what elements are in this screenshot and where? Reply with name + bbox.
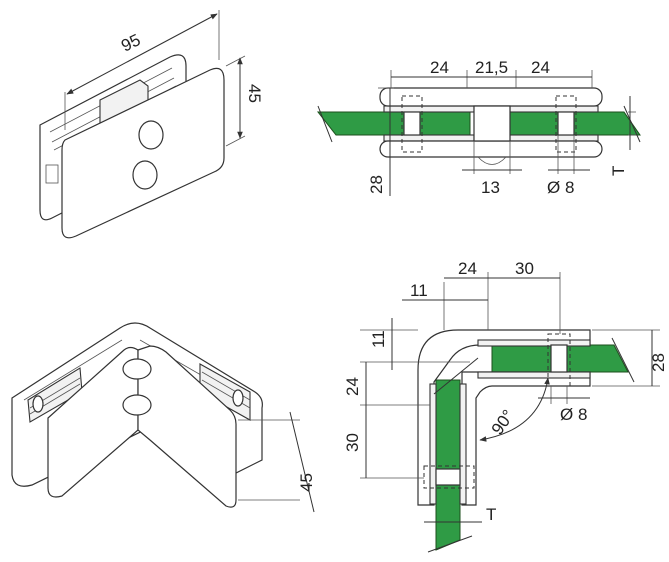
dim-45-label-b: 45 xyxy=(297,473,316,492)
screw-hidden-right xyxy=(555,95,577,153)
corner-clamp-section-view: 90° 24 30 11 11 24 30 28 Ø 8 T xyxy=(343,259,668,553)
dim-top-11-b: 11 xyxy=(410,281,428,300)
glass-break-left xyxy=(317,105,333,143)
spacer-curve xyxy=(477,156,507,165)
front-hole-lower xyxy=(132,160,158,190)
section-center-spacer xyxy=(473,105,511,142)
dim-45-ext-top xyxy=(225,55,246,67)
dim-top-24-right: 24 xyxy=(531,58,550,77)
glass-break-v xyxy=(427,535,473,553)
dim-28-label: 28 xyxy=(367,175,386,194)
corner-screw-sleeve-h xyxy=(550,344,568,373)
screw-sleeve-right xyxy=(557,111,575,136)
screw-sleeve-left xyxy=(403,111,421,136)
dim-95-label: 95 xyxy=(118,30,143,55)
corner-screw-sleeve-v xyxy=(435,468,461,486)
dim-t-label-b: T xyxy=(486,505,496,524)
dim-95-line xyxy=(66,13,218,95)
dim-top-24-left: 24 xyxy=(430,58,449,77)
straight-clamp-section-view: 24 21,5 24 28 13 Ø 8 T xyxy=(316,58,641,197)
corner-gasket-h-bot xyxy=(477,371,591,379)
screw-hidden-left xyxy=(401,95,423,153)
corner-gasket-v-left xyxy=(429,383,437,505)
dim-hole-label-b: Ø 8 xyxy=(560,405,587,424)
front-plate xyxy=(61,67,225,239)
dim-hole-label: Ø 8 xyxy=(547,178,574,197)
corner-gasket-v-right xyxy=(459,383,467,505)
corner-screw-hidden-h xyxy=(547,333,571,387)
glass-break-right xyxy=(623,105,641,143)
front-hole-upper xyxy=(138,120,164,150)
dim-45-ext-bot xyxy=(225,135,246,147)
iso-screw-right xyxy=(232,389,244,407)
dim-top-30-b: 30 xyxy=(515,259,534,278)
dim-left-24: 24 xyxy=(343,377,362,396)
corner-front-plate-right xyxy=(137,345,237,508)
dim-13-label: 13 xyxy=(481,178,500,197)
corner-gasket-h-top xyxy=(477,339,591,347)
corner-clamp-isometric-view: 45 xyxy=(11,322,316,513)
gasket-top-right xyxy=(509,105,599,113)
dim-top-21-5: 21,5 xyxy=(475,58,508,77)
gasket-top-left xyxy=(383,105,475,113)
corner-hole-upper xyxy=(122,358,152,380)
iso-screw-left xyxy=(32,395,44,413)
mitre-line xyxy=(433,357,479,395)
dim-right-28: 28 xyxy=(649,353,668,372)
dim-top-24-b: 24 xyxy=(458,259,477,278)
dim-45-line-b xyxy=(289,411,315,513)
clamp-plate-bottom xyxy=(379,140,603,158)
straight-clamp-isometric-view: 95 45 xyxy=(39,10,264,239)
corner-inner-plate xyxy=(461,371,591,506)
corner-hole-lower xyxy=(122,394,152,416)
dim-left-30: 30 xyxy=(343,433,362,452)
glass-break-h xyxy=(611,337,635,383)
gasket-stripes xyxy=(29,371,251,415)
glass-panel-left xyxy=(316,111,471,136)
gasket-bottom-right xyxy=(509,134,599,142)
glass-vertical xyxy=(435,379,461,551)
dim-45-label: 45 xyxy=(245,84,264,103)
dim-t-label: T xyxy=(609,166,628,176)
left-screw-head xyxy=(45,164,59,184)
dim-left-11: 11 xyxy=(369,330,388,348)
corner-screw-hidden-v xyxy=(423,465,475,489)
dim-angle-label: 90° xyxy=(488,406,518,438)
gasket-bottom-left xyxy=(383,134,475,142)
clamp-plate-top xyxy=(379,87,603,107)
angle-arc xyxy=(479,377,550,442)
